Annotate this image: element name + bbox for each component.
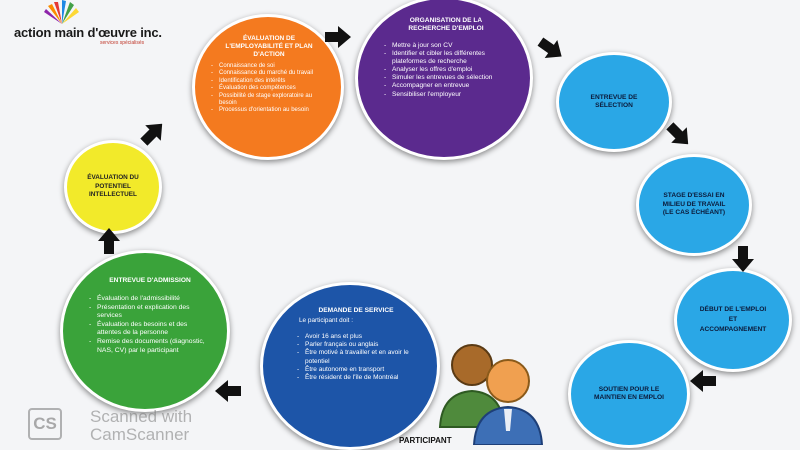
node-title: SOUTIEN POUR LE MAINTIEN EN EMPLOI — [594, 385, 664, 402]
node-stage-essai: STAGE D'ESSAI EN MILIEU DE TRAVAIL (LE C… — [636, 154, 752, 256]
logo-name: action main d'œuvre inc. — [14, 25, 162, 40]
arrow-icon — [98, 228, 120, 254]
node-list: Connaissance de soi Connaissance du marc… — [211, 63, 327, 115]
list-item: Être autonome en transport — [297, 366, 415, 374]
node-evaluation-potentiel: ÉVALUATION DU POTENTIEL INTELLECTUEL — [64, 140, 162, 234]
node-list: Avoir 16 ans et plus Parler français ou … — [297, 333, 415, 382]
watermark-line1: Scanned with — [90, 407, 193, 426]
arrow-icon — [666, 122, 689, 145]
node-demande-service: DEMANDE DE SERVICE Le participant doit :… — [260, 282, 440, 450]
list-item: Évaluation de l'admissibilité — [89, 295, 211, 304]
list-item: Être motivé à travailler et en avoir le … — [297, 349, 415, 365]
arrow-icon — [325, 26, 351, 48]
arrow-icon — [215, 380, 241, 402]
list-item: Simuler les entrevues de sélection — [384, 74, 508, 82]
node-organisation-recherche: ORGANISATION DE LA RECHERCHE D'EMPLOI Me… — [355, 0, 533, 160]
node-entrevue-admission: ENTREVUE D'ADMISSION Évaluation de l'adm… — [60, 250, 230, 412]
watermark-text: Scanned with CamScanner — [90, 408, 192, 444]
list-item: Accompagner en entrevue — [384, 82, 508, 90]
logo-tagline: services spécialisés — [100, 40, 145, 46]
node-title: ORGANISATION DE LA RECHERCHE D'EMPLOI — [408, 17, 484, 32]
list-item: Mettre à jour son CV — [384, 42, 508, 50]
node-soutien-maintien: SOUTIEN POUR LE MAINTIEN EN EMPLOI — [568, 340, 690, 448]
participant-people-icon — [438, 344, 544, 445]
logo: action main d'œuvre inc. services spécia… — [8, 0, 162, 48]
list-item: Parler français ou anglais — [297, 341, 415, 349]
arrow-icon — [732, 246, 754, 272]
list-item: Possibilité de stage exploratoire au bes… — [211, 93, 327, 108]
node-title: ENTREVUE D'ADMISSION — [109, 277, 191, 284]
list-item: Évaluation des besoins et des attentes d… — [89, 321, 211, 338]
node-debut-emploi: DÉBUT DE L'EMPLOI ET ACCOMPAGNEMENT — [674, 268, 792, 372]
list-item: Connaissance de soi — [211, 63, 327, 71]
list-item: Être résident de l'île de Montréal — [297, 374, 415, 382]
list-item: Identifier et cibler les différentes pla… — [384, 50, 508, 66]
list-item: Évaluation des compétences — [211, 85, 327, 93]
logo-burst-icon — [44, 0, 79, 24]
list-item: Connaissance du marché du travail — [211, 70, 327, 78]
node-title: ÉVALUATION DE L'EMPLOYABILITÉ ET PLAN D'… — [225, 35, 313, 58]
node-title: STAGE D'ESSAI EN MILIEU DE TRAVAIL (LE C… — [662, 192, 726, 217]
list-item: Identification des intérêts — [211, 78, 327, 86]
arrow-icon — [140, 123, 163, 146]
node-entrevue-selection: ENTREVUE DE SÉLECTION — [556, 52, 672, 152]
node-title: DEMANDE DE SERVICE — [318, 307, 394, 314]
node-title: ENTREVUE DE SÉLECTION — [590, 94, 638, 109]
arrow-icon — [690, 370, 716, 392]
list-item: Sensibiliser l'employeur — [384, 91, 508, 99]
list-item: Processus d'orientation au besoin — [211, 107, 327, 115]
list-item: Avoir 16 ans et plus — [297, 333, 415, 341]
watermark-line2: CamScanner — [90, 425, 190, 444]
camscanner-watermark: CS Scanned with CamScanner — [28, 406, 248, 446]
node-list: Mettre à jour son CV Identifier et cible… — [384, 42, 508, 99]
participant-label: PARTICIPANT — [399, 436, 452, 445]
list-item: Analyser les offres d'emploi — [384, 66, 508, 74]
node-title: DÉBUT DE L'EMPLOI ET ACCOMPAGNEMENT — [699, 306, 767, 333]
node-list: Évaluation de l'admissibilité Présentati… — [89, 295, 211, 355]
watermark-badge: CS — [28, 408, 62, 440]
node-evaluation-employabilite: ÉVALUATION DE L'EMPLOYABILITÉ ET PLAN D'… — [192, 14, 344, 160]
node-title: ÉVALUATION DU POTENTIEL INTELLECTUEL — [87, 174, 139, 199]
node-subtitle: Le participant doit : — [299, 317, 353, 324]
list-item: Présentation et explication des services — [89, 304, 211, 321]
arrow-icon — [537, 37, 562, 59]
list-item: Remise des documents (diagnostic, NAS, C… — [89, 338, 211, 355]
